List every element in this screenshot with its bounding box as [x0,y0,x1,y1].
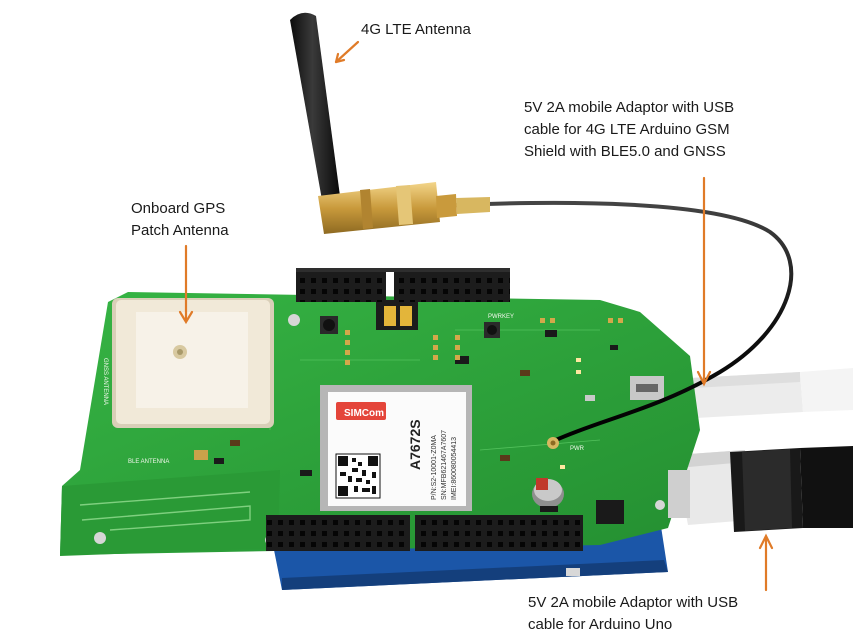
header-bottom [266,515,583,551]
lte-coax-cable [434,200,794,442]
capacitor [532,478,564,512]
ble-antenna-silk: BLE ANTENNA [128,459,169,465]
uno-usb-port [668,470,690,518]
ble-chip [194,450,224,464]
lte-rubber-antenna [290,12,490,234]
arrow-gsm-head [696,370,712,387]
simcom-module: SIMCom A7672S P/N:S2-10001-Z0MA SN:MFB62… [320,385,472,511]
arrow-lte-head [334,52,346,64]
gps-patch-antenna [112,298,274,428]
arrow-lte [334,40,360,64]
arrow-gps-head [178,310,194,325]
header-top [296,268,510,302]
module-pn: P/N:S2-10001-Z0MA [431,435,438,500]
module-qr-code [335,453,381,499]
module-sn: SN:MFB621467A7607 [441,430,448,500]
micro-usb-port [630,376,664,400]
pwrkey-silk: PWRKEY [488,314,514,320]
gps-antenna-label: Onboard GPS Patch Antenna [131,200,229,239]
gsm-shield-power-label: 5V 2A mobile Adaptor with USB cable for … [524,99,735,160]
module-brand: SIMCom [344,408,384,419]
ic-chip [596,500,624,524]
uno-power-label: 5V 2A mobile Adaptor with USB cable for … [528,594,739,633]
arrow-uno-head [758,533,774,550]
gnss-antenna-silk: GNSS ANTENNA [102,358,108,405]
lte-antenna-label: 4G LTE Antenna [361,21,471,38]
module-model: A7672S [407,419,423,470]
uno-usb-cable [675,446,853,532]
module-imei: IMEI:860080054413 [451,437,458,500]
pwr-silk: PWR [570,446,585,452]
annotation-arrows [178,40,774,592]
